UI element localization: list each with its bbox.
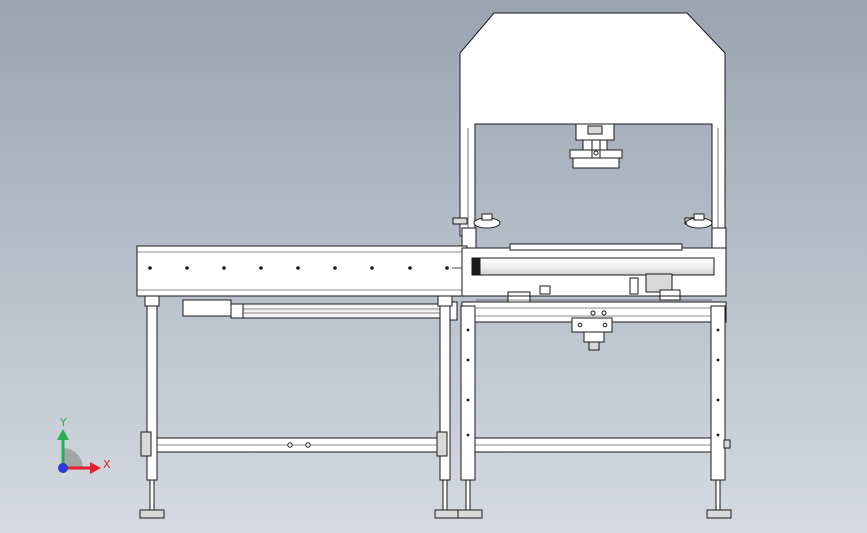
y-axis-arrowhead (57, 429, 69, 440)
roller-section (461, 243, 727, 303)
lift-cylinder (571, 310, 613, 351)
corner-block-left (461, 227, 477, 249)
left-stand (139, 295, 460, 519)
right-stand (457, 305, 732, 519)
corner-block-right (711, 227, 727, 249)
sensor-bracket-right (684, 213, 713, 229)
pusher-cylinder (182, 299, 458, 321)
leg-bolts (466, 328, 720, 437)
x-axis-arrowhead (90, 462, 101, 474)
conveyor-bolts (148, 266, 449, 270)
machine-assembly (136, 12, 732, 519)
y-axis-label: Y (59, 416, 67, 429)
infeed-conveyor (136, 245, 468, 297)
gantry-frame (459, 12, 726, 237)
sensor-bracket-left (452, 213, 501, 229)
x-axis-label: X (103, 458, 111, 471)
z-axis-dot (58, 463, 68, 473)
coordinate-triad-icon: Y X (57, 416, 111, 474)
top-cylinder (569, 123, 623, 169)
